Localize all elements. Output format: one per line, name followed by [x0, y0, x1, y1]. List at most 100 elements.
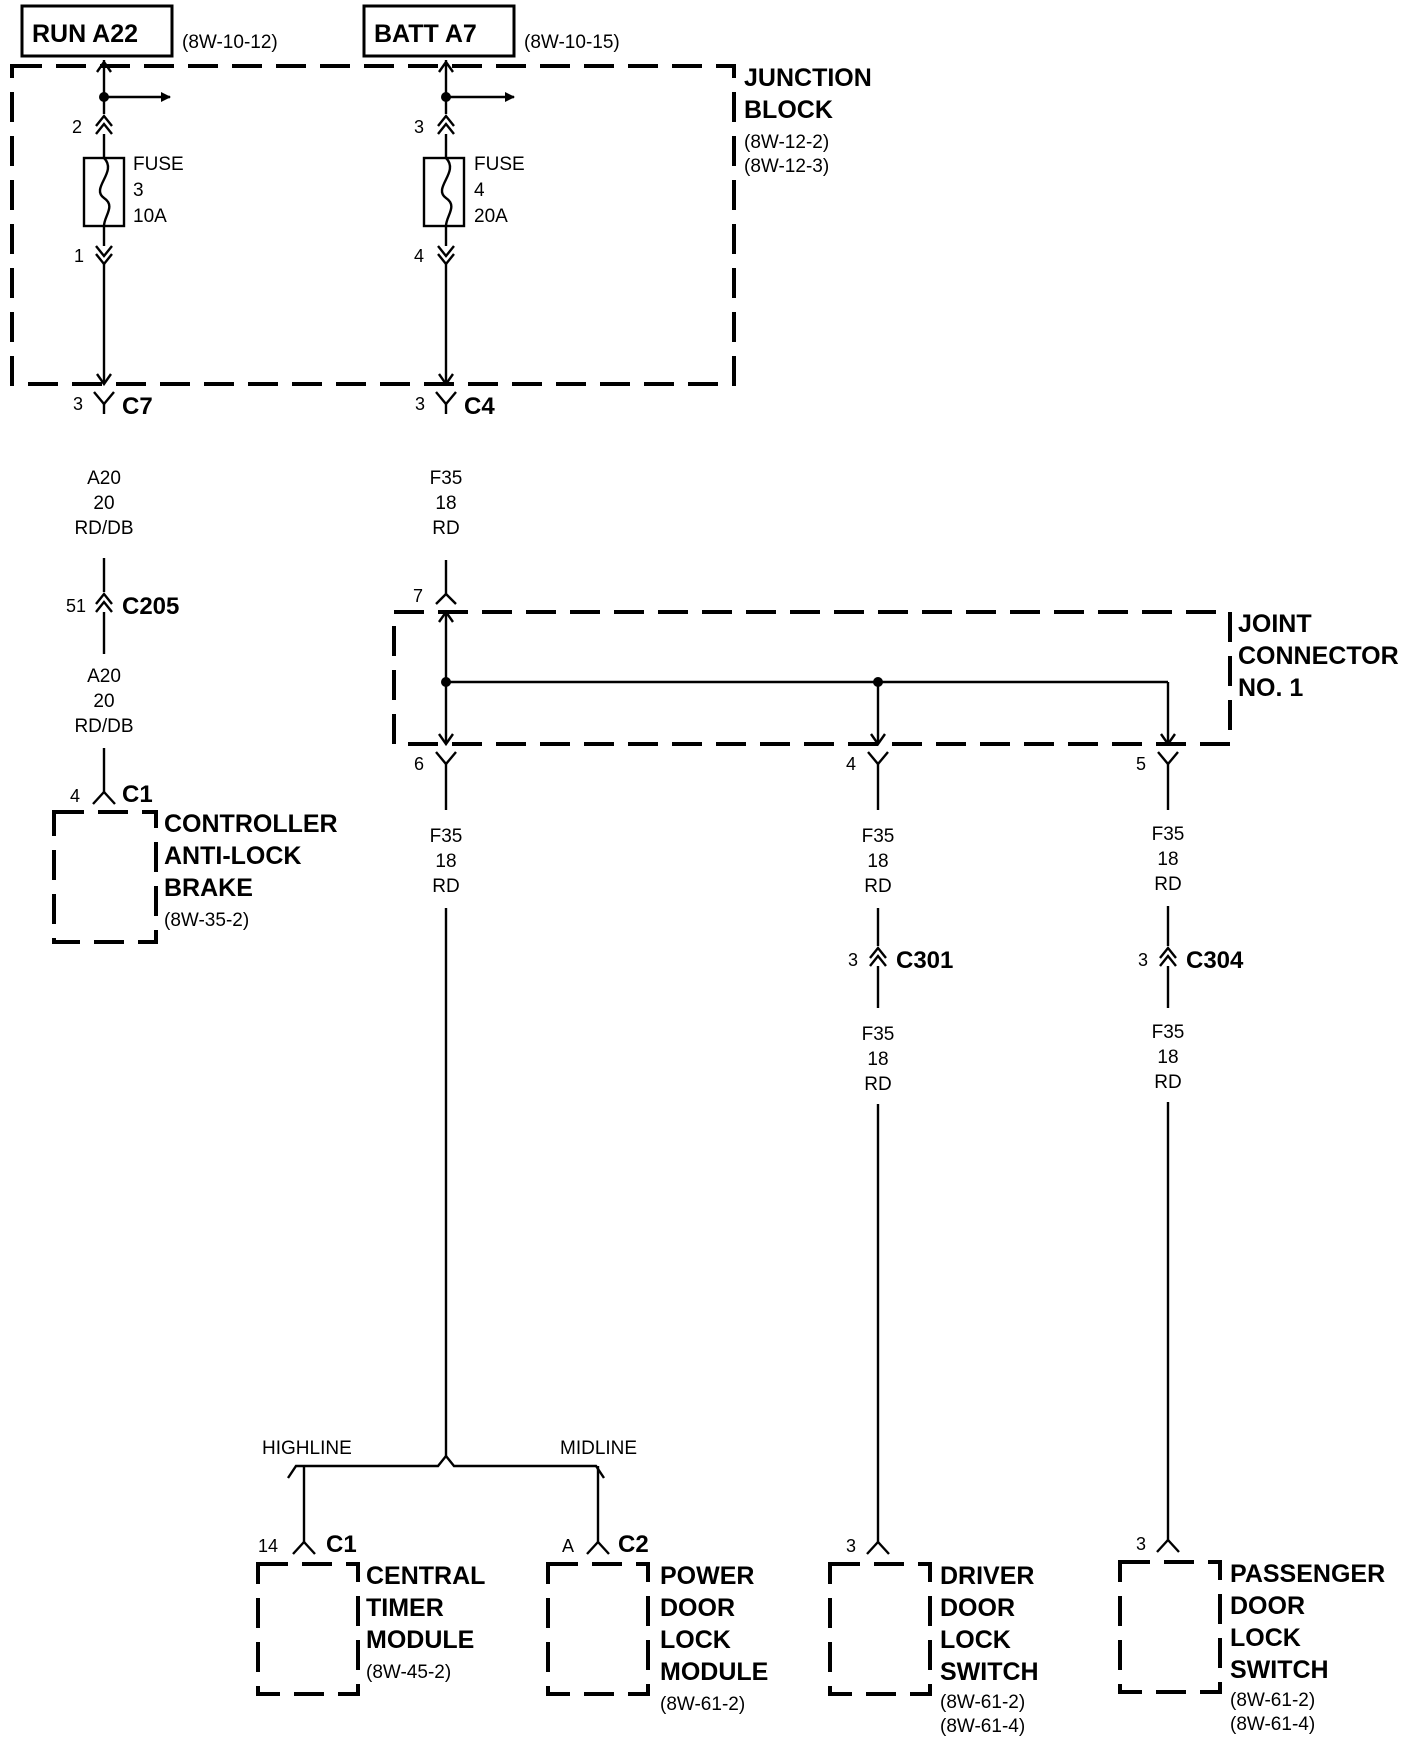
fuse4-rating: 20A — [474, 206, 508, 227]
c4-pin: 3 — [415, 394, 425, 414]
dds-ref-1: (8W-61-2) — [940, 1692, 1025, 1713]
run-circuit: 2 FUSE 3 10A 1 3 C7 A20 20 RD/DB 51 C205… — [66, 59, 184, 808]
dds-line-4: SWITCH — [940, 1658, 1039, 1686]
wire-f35-right-upper-gauge: 18 — [1157, 849, 1178, 870]
wire-a20-lower-circuit: A20 — [87, 666, 121, 687]
joint-connector-no1: JOINT CONNECTOR NO. 1 6 4 5 — [392, 609, 1399, 774]
joint-connector-line-2: CONNECTOR — [1238, 642, 1399, 670]
dds-ref-2: (8W-61-4) — [940, 1716, 1025, 1737]
pdl-line-1: POWER — [660, 1562, 754, 1590]
pds-line-3: LOCK — [1230, 1624, 1301, 1652]
ctm-outline — [256, 1562, 360, 1696]
source-run-a22: RUN A22 (8W-10-12) — [20, 4, 278, 58]
ctm-line-2: TIMER — [366, 1594, 444, 1622]
dds-line-1: DRIVER — [940, 1562, 1034, 1590]
junction-block-title-2: BLOCK — [744, 96, 833, 124]
branch-middle-f35: F35 18 RD 3 C301 F35 18 RD 3 — [846, 764, 953, 1556]
c205-label: C205 — [122, 593, 179, 620]
source-batt-ref: (8W-10-15) — [524, 32, 620, 53]
wire-f35-left-circuit: F35 — [430, 826, 463, 847]
pdl-line-4: MODULE — [660, 1658, 768, 1686]
split-highline: HIGHLINE — [262, 1438, 352, 1459]
ctm-c1-label: C1 — [326, 1531, 357, 1558]
abs-c1-pin: 4 — [70, 786, 80, 806]
dds-outline — [828, 1562, 932, 1696]
ctm-ref-1: (8W-45-2) — [366, 1662, 451, 1683]
wire-f35-right-upper-circuit: F35 — [1152, 824, 1185, 845]
wire-f35-mid-upper-color: RD — [864, 876, 891, 897]
fuse4-body — [422, 156, 466, 228]
branch-right-f35: F35 18 RD 3 C304 F35 18 RD 3 — [1136, 764, 1244, 1554]
wire-f35-left-gauge: 18 — [435, 851, 456, 872]
fuse4-pin-top: 3 — [414, 117, 424, 137]
jc-in-pin: 7 — [413, 586, 423, 606]
ctm-line-1: CENTRAL — [366, 1562, 485, 1590]
source-batt-a7: BATT A7 (8W-10-15) — [362, 4, 620, 58]
wire-a20-upper-circuit: A20 — [87, 468, 121, 489]
pdl-line-2: DOOR — [660, 1594, 735, 1622]
fuse3-body — [82, 156, 126, 228]
junction-block-label: JUNCTION BLOCK (8W-12-2) (8W-12-3) — [744, 64, 872, 177]
pdl-c2-pin: A — [562, 1536, 574, 1556]
wire-a20-lower-gauge: 20 — [93, 691, 114, 712]
fuse4-number: 4 — [474, 180, 485, 201]
component-power-door-lock-module: POWER DOOR LOCK MODULE (8W-61-2) — [546, 1562, 768, 1715]
pds-line-1: PASSENGER — [1230, 1560, 1385, 1588]
component-passenger-door-lock-switch: PASSENGER DOOR LOCK SWITCH (8W-61-2) (8W… — [1118, 1560, 1385, 1735]
fuse4-name: FUSE — [474, 154, 525, 175]
wire-f35-upper-color: RD — [432, 518, 459, 539]
wire-a20-upper-color: RD/DB — [74, 518, 133, 539]
pdl-outline — [546, 1562, 650, 1696]
source-run-label: RUN A22 — [32, 20, 138, 48]
jc-out6-pin: 6 — [414, 754, 424, 774]
fuse3-number: 3 — [133, 180, 144, 201]
source-batt-label: BATT A7 — [374, 20, 477, 48]
branch-left-f35: F35 18 RD HIGHLINE MIDLINE 14 C1 A C2 — [258, 764, 649, 1558]
ctm-line-3: MODULE — [366, 1626, 474, 1654]
c304-pin: 3 — [1138, 950, 1148, 970]
wire-f35-upper-circuit: F35 — [430, 468, 463, 489]
component-driver-door-lock-switch: DRIVER DOOR LOCK SWITCH (8W-61-2) (8W-61… — [828, 1562, 1039, 1737]
batt-circuit: 3 FUSE 4 20A 4 3 C4 F35 18 RD 7 — [413, 59, 525, 606]
component-central-timer-module: CENTRAL TIMER MODULE (8W-45-2) — [256, 1562, 485, 1696]
c304-label: C304 — [1186, 947, 1244, 974]
pdl-line-3: LOCK — [660, 1626, 731, 1654]
dds-pin: 3 — [846, 1536, 856, 1556]
pds-line-2: DOOR — [1230, 1592, 1305, 1620]
wire-f35-mid-lower-circuit: F35 — [862, 1024, 895, 1045]
wire-f35-right-lower-gauge: 18 — [1157, 1047, 1178, 1068]
c205-pin: 51 — [66, 596, 86, 616]
abs-ref-1: (8W-35-2) — [164, 910, 249, 931]
wire-f35-left-color: RD — [432, 876, 459, 897]
fuse3-pin-top: 2 — [72, 117, 82, 137]
wire-f35-mid-lower-color: RD — [864, 1074, 891, 1095]
joint-connector-line-3: NO. 1 — [1238, 674, 1303, 702]
c301-label: C301 — [896, 947, 953, 974]
c301-pin: 3 — [848, 950, 858, 970]
pdl-c2-label: C2 — [618, 1531, 649, 1558]
c7-pin: 3 — [73, 394, 83, 414]
junction-block-ref-2: (8W-12-3) — [744, 156, 829, 177]
wire-f35-mid-upper-gauge: 18 — [867, 851, 888, 872]
pds-outline — [1118, 1560, 1222, 1694]
wire-f35-upper-gauge: 18 — [435, 493, 456, 514]
source-run-ref: (8W-10-12) — [182, 32, 278, 53]
wire-f35-mid-upper-circuit: F35 — [862, 826, 895, 847]
fuse3-name: FUSE — [133, 154, 184, 175]
wire-a20-upper-gauge: 20 — [93, 493, 114, 514]
pds-line-4: SWITCH — [1230, 1656, 1329, 1684]
c7-label: C7 — [122, 393, 153, 420]
ctm-c1-pin: 14 — [258, 1536, 278, 1556]
wire-f35-right-lower-circuit: F35 — [1152, 1022, 1185, 1043]
component-abs-controller: CONTROLLER ANTI-LOCK BRAKE (8W-35-2) — [52, 810, 338, 944]
jc-out4-pin: 4 — [846, 754, 856, 774]
wire-f35-mid-lower-gauge: 18 — [867, 1049, 888, 1070]
pds-ref-2: (8W-61-4) — [1230, 1714, 1315, 1735]
fuse3-rating: 10A — [133, 206, 167, 227]
c4-label: C4 — [464, 393, 495, 420]
wire-a20-lower-color: RD/DB — [74, 716, 133, 737]
split-midline: MIDLINE — [560, 1438, 637, 1459]
jc-out5-pin: 5 — [1136, 754, 1146, 774]
abs-line-3: BRAKE — [164, 874, 253, 902]
